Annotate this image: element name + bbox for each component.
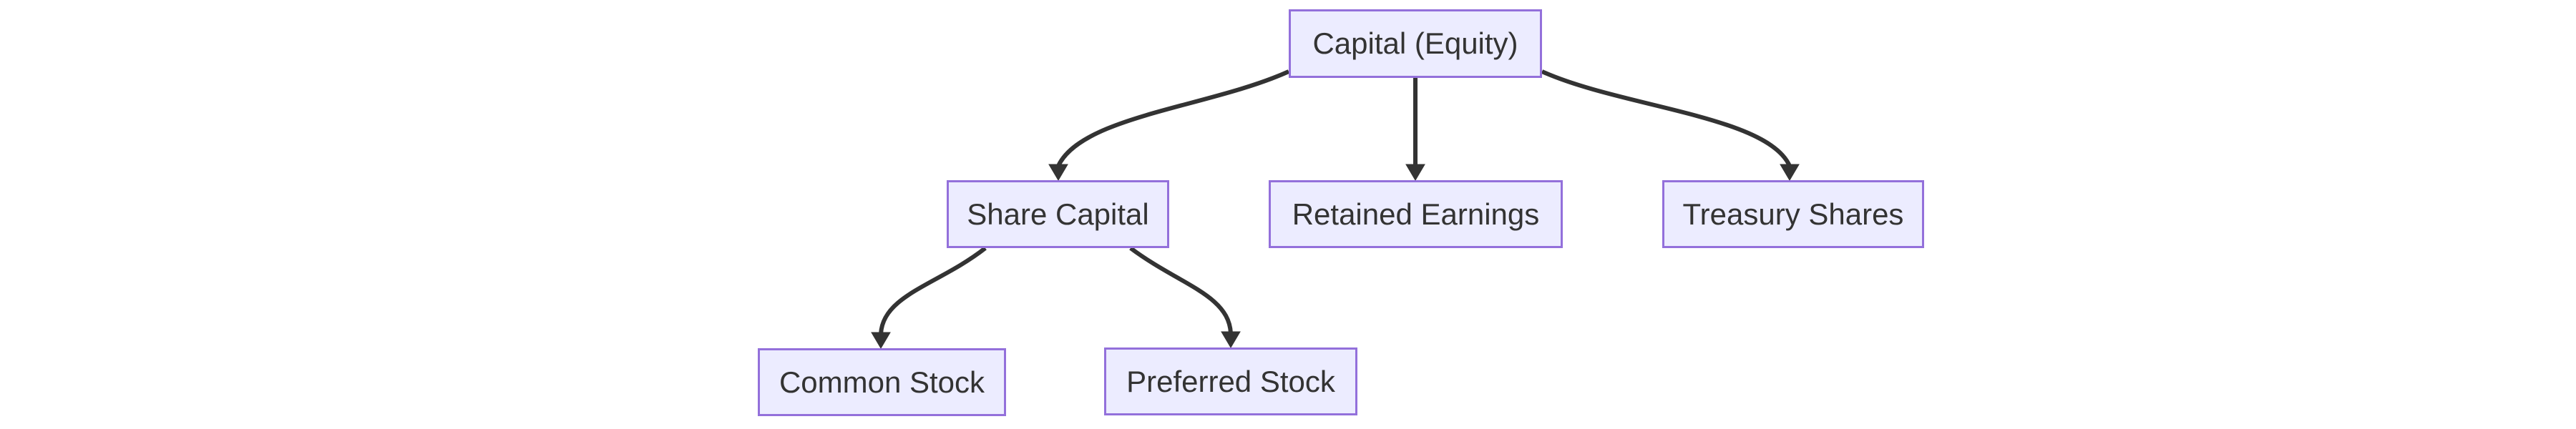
node-preferred-stock: Preferred Stock — [1104, 347, 1357, 415]
node-preferred-stock-label: Preferred Stock — [1126, 364, 1335, 398]
edge-capital-to-treasury-shares — [1541, 69, 1800, 181]
arrowhead-icon — [871, 332, 891, 349]
node-capital-equity-label: Capital (Equity) — [1312, 26, 1518, 60]
node-common-stock: Common Stock — [758, 348, 1006, 416]
node-retained-earnings: Retained Earnings — [1269, 180, 1563, 248]
arrowhead-icon — [1048, 164, 1068, 181]
node-treasury-shares-label: Treasury Shares — [1682, 197, 1904, 231]
node-share-capital-label: Share Capital — [967, 197, 1149, 231]
edge-capital-to-retained-earnings — [1405, 78, 1425, 181]
node-treasury-shares: Treasury Shares — [1662, 180, 1924, 248]
arrowhead-icon — [1780, 164, 1800, 181]
node-capital-equity: Capital (Equity) — [1289, 9, 1542, 78]
edge-share-capital-to-common-stock — [871, 246, 987, 349]
node-retained-earnings-label: Retained Earnings — [1292, 197, 1540, 231]
arrowhead-icon — [1221, 331, 1241, 348]
node-common-stock-label: Common Stock — [779, 365, 985, 399]
edge-capital-to-share-capital — [1048, 69, 1290, 181]
arrowhead-icon — [1405, 164, 1425, 181]
edge-share-capital-to-preferred-stock — [1129, 246, 1241, 348]
node-share-capital: Share Capital — [947, 180, 1169, 248]
